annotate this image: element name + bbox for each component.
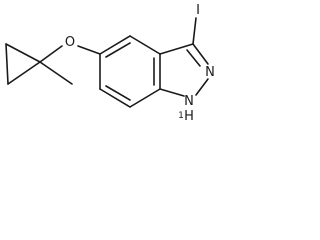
atom-nitrogen-1: N	[184, 94, 194, 109]
bond-c3-n2	[192, 43, 209, 65]
bond-c3a-c3	[159, 43, 194, 55]
bond-benzene-inner-c	[105, 85, 131, 101]
atom-nh-locant: 1	[178, 111, 184, 121]
cyclopropyl-ring	[5, 43, 41, 85]
pyrazole-ring	[159, 43, 209, 97]
bond-n2-n1	[195, 78, 209, 96]
chemical-structure: O I N N 1 H	[5, 3, 215, 124]
atom-nitrogen-2: N	[205, 65, 215, 80]
bond-cyclopropyl-c3-c1	[7, 61, 41, 85]
atom-nh-hydrogen: H	[184, 109, 194, 124]
bond-cyclopropyl-oxygen	[39, 45, 63, 63]
bond-cyclopropyl-c1-c2	[5, 43, 41, 63]
atom-oxygen: O	[65, 35, 75, 50]
bond-oxygen-benzene	[77, 45, 101, 55]
atom-iodine: I	[196, 3, 200, 18]
bond-methyl	[39, 61, 73, 85]
benzene-ring	[99, 35, 161, 108]
bond-benzene-4	[129, 88, 161, 108]
bond-cyclopropyl-c2-c3	[5, 43, 9, 85]
bond-carbon-iodine	[192, 17, 197, 45]
bond-benzene-1	[99, 35, 131, 55]
bond-n1-c7a	[159, 88, 185, 97]
bond-benzene-inner-a	[105, 42, 131, 58]
bond-benzene-5	[99, 88, 131, 108]
bond-benzene-2	[129, 35, 161, 55]
bond-c3-n2-double	[186, 49, 201, 67]
